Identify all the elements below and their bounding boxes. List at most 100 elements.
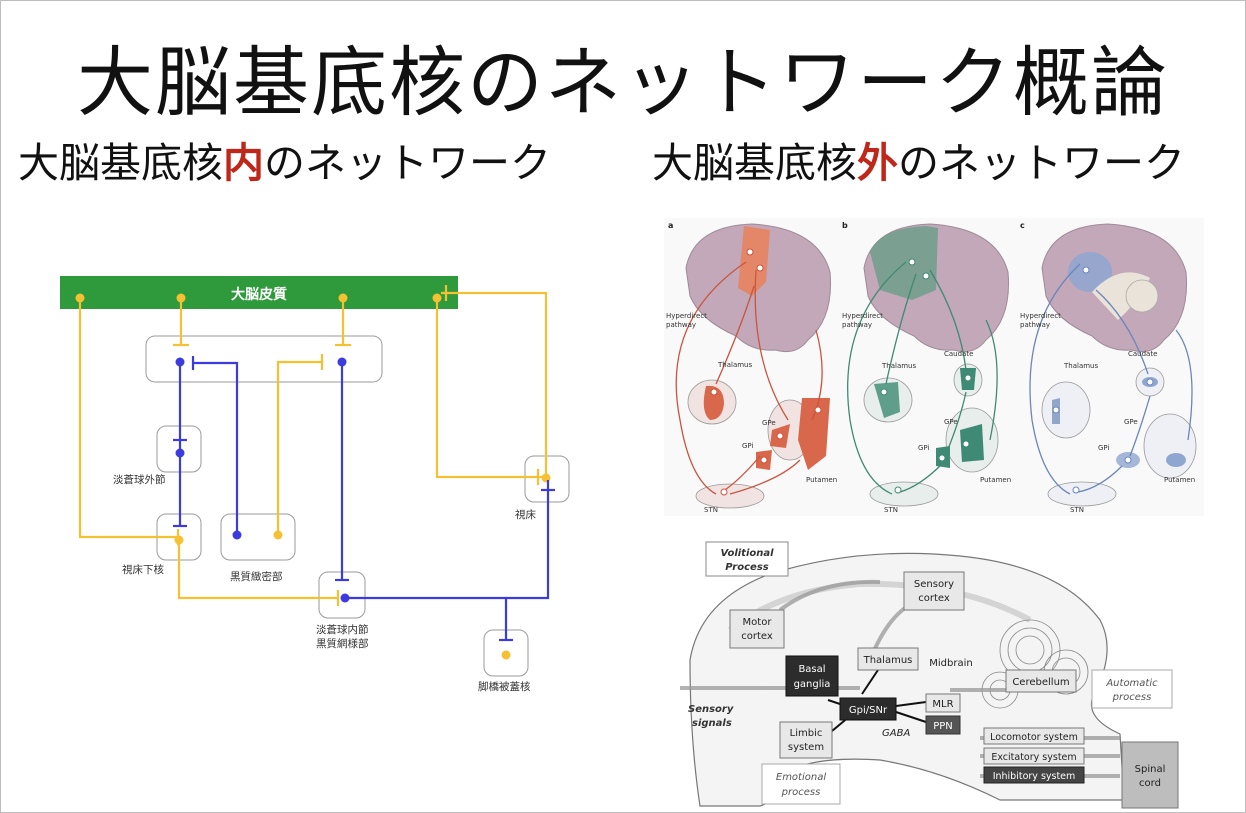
- stn-label: 視床下核: [122, 563, 164, 576]
- internal-network-diagram: 大脳皮質: [60, 276, 570, 693]
- ppn-label: PPN: [933, 721, 953, 732]
- neuron-marker: [1124, 456, 1132, 464]
- midbrain-label: Midbrain: [929, 658, 972, 669]
- panel-c: c: [1020, 221, 1197, 514]
- subtitle-left-pre: 大脳基底核: [18, 139, 223, 187]
- caudate-gpi-arrow: [945, 391, 967, 455]
- pathway-label: pathway: [1020, 321, 1050, 329]
- thalamus-label: Thalamus: [717, 361, 752, 369]
- subtitle-left-highlight: 内: [223, 139, 264, 187]
- excitatory-system-box: Excitatory system: [983, 747, 1085, 765]
- hyperdirect-arrow: [675, 261, 747, 495]
- sensory-label: Sensory: [914, 579, 954, 590]
- gpi-label: GPi: [918, 444, 929, 452]
- neuron-marker: [756, 264, 764, 272]
- locomotion-control-figure: Volitional Process Sensory cortex Motor …: [680, 541, 1179, 809]
- cortex-label: 大脳皮質: [231, 286, 287, 303]
- cortex-bar: [60, 276, 458, 309]
- panel-a: a: [666, 221, 837, 514]
- neuron-marker: [964, 374, 972, 382]
- putamen-label: Putamen: [980, 476, 1011, 484]
- gpi-label: GPi: [1098, 444, 1109, 452]
- automatic-process-label: process: [1112, 692, 1152, 703]
- subtitle-right-post: のネットワーク: [898, 139, 1185, 187]
- sensory-signals-label-1: Sensory: [688, 704, 734, 715]
- gpi-ppn-arrow: [895, 711, 927, 723]
- excitatory-label: Excitatory system: [991, 752, 1076, 763]
- striatum-box: [145, 335, 383, 383]
- putamen-label: Putamen: [806, 476, 837, 484]
- cerebellum-box: Cerebellum: [1005, 669, 1077, 693]
- putamen-fill: [1166, 453, 1186, 467]
- stn-shape: [695, 483, 765, 509]
- thalamus-cortex-arrow: [715, 285, 755, 385]
- brain-pathways-figure: a: [664, 218, 1204, 516]
- motor-cortex-box: Motor cortex: [729, 609, 785, 649]
- neuron-marker: [1082, 266, 1090, 274]
- stn-label: STN: [704, 506, 718, 514]
- subtitle-right-pre: 大脳基底核: [652, 139, 857, 187]
- stn-label: STN: [884, 506, 898, 514]
- neuron-marker: [908, 258, 916, 266]
- yellow-node: [432, 293, 442, 303]
- ppn-box: PPN: [925, 715, 961, 735]
- subtitle-left-post: のネットワーク: [264, 139, 551, 187]
- snr-label: 黒質網様部: [316, 637, 369, 650]
- sensory-cortex-box: Sensory cortex: [903, 571, 965, 611]
- neuron-marker: [776, 432, 784, 440]
- thalamus-fill: [703, 385, 724, 420]
- yellow-node: [75, 293, 85, 303]
- cortex-highlight: [1068, 252, 1112, 292]
- panel-letter: b: [842, 221, 848, 230]
- limbic-system-box: Limbic system: [779, 721, 833, 759]
- blue-node: [337, 357, 347, 367]
- hyperdirect-label: Hyperdirect: [842, 312, 883, 320]
- spinal-cord-box: Spinal cord: [1121, 741, 1179, 809]
- neuron-marker: [894, 486, 902, 494]
- inhibitory-system-box: Inhibitory system: [983, 766, 1085, 784]
- neuron-marker: [922, 272, 930, 280]
- hyperdirect-label: Hyperdirect: [666, 312, 707, 320]
- neuron-marker: [814, 406, 822, 414]
- subtitle-internal-network: 大脳基底核内のネットワーク: [18, 138, 551, 188]
- emotional-process-box: Emotional process: [761, 763, 841, 805]
- loop-arrow: [1175, 329, 1193, 441]
- inhibitory-label: Inhibitory system: [993, 771, 1076, 782]
- panel-b: b: [842, 221, 1011, 514]
- cortex-thalamus-path: [435, 298, 544, 479]
- thalamus-cortex-path: [441, 291, 548, 478]
- subtitle-external-network: 大脳基底核外のネットワーク: [652, 138, 1185, 188]
- caudate-label: Caudate: [944, 350, 973, 358]
- neuron-marker: [710, 388, 718, 396]
- gpe-label: GPe: [944, 418, 958, 426]
- neuron-marker: [1146, 378, 1154, 386]
- ganglia-label: ganglia: [794, 679, 831, 690]
- neuron-marker: [1052, 406, 1060, 414]
- cortex-highlight: [738, 226, 770, 296]
- thalamus-cortex-arrow: [885, 273, 917, 385]
- hyperdirect-path: [78, 298, 178, 539]
- locomotor-label: Locomotor system: [990, 732, 1078, 743]
- locomotor-system-box: Locomotor system: [983, 727, 1085, 745]
- slide-title: 大脳基底核のネットワーク概論: [77, 38, 1169, 127]
- spinal-label: Spinal: [1135, 764, 1166, 775]
- stn-shape: [869, 481, 939, 507]
- midbrain-box: Midbrain: [923, 651, 979, 673]
- gpi-label: 淡蒼球内節: [316, 623, 369, 636]
- blue-node: [232, 530, 242, 540]
- yellow-node: [273, 530, 283, 540]
- yellow-node: [174, 535, 184, 545]
- gpi-label: GPi: [742, 442, 753, 450]
- gpe-label: GPe: [762, 419, 776, 427]
- snc-label: 黒質緻密部: [230, 570, 283, 583]
- mlr-box: MLR: [925, 693, 961, 713]
- yellow-node: [541, 473, 551, 483]
- gpi-thalamus-arrow: [861, 669, 879, 695]
- loop-arrow: [985, 319, 998, 441]
- cortex-striatum-arrow: [754, 269, 789, 421]
- automatic-process-box: Automatic process: [1091, 669, 1173, 709]
- gpe-striatum-path: [193, 361, 239, 535]
- limbic-system-label: system: [788, 742, 824, 753]
- emotional-process-label: process: [781, 787, 821, 798]
